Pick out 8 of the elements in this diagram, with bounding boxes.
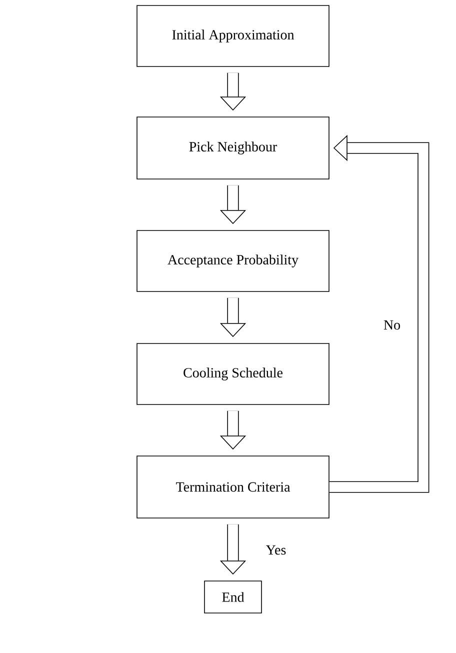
process-box: Initial Approximation	[136, 5, 330, 67]
process-box: End	[204, 580, 262, 614]
process-box: Termination Criteria	[136, 456, 330, 518]
process-box: Pick Neighbour	[136, 116, 330, 180]
edge-label: No	[382, 319, 402, 331]
process-box: Acceptance Probability	[136, 230, 330, 292]
process-box: Cooling Schedule	[136, 343, 330, 405]
edge-label: Yes	[264, 544, 288, 556]
